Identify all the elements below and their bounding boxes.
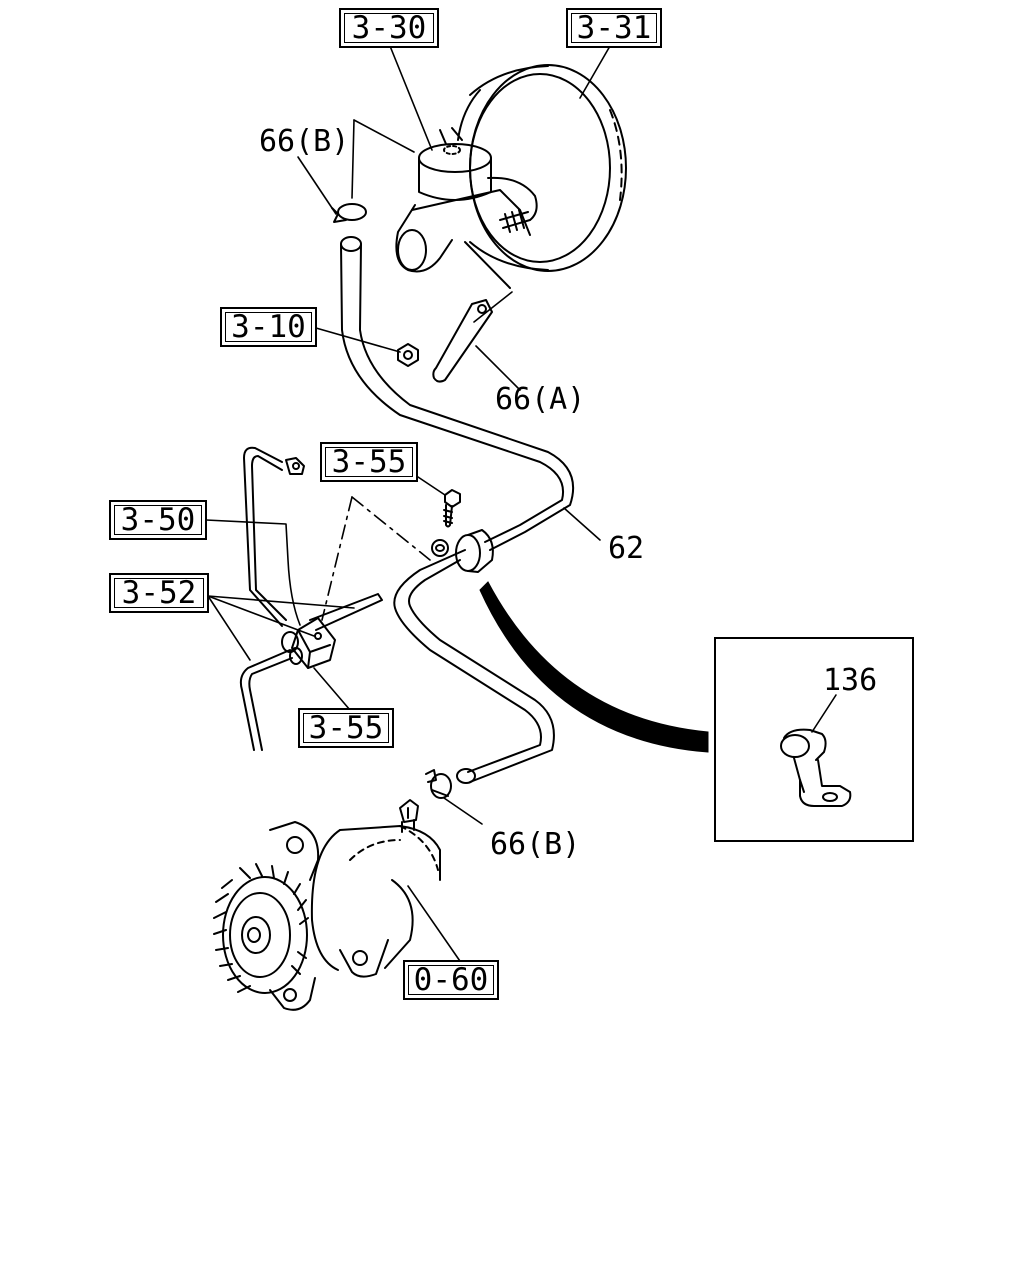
detail-view-box (714, 637, 914, 842)
brake-booster-drawing (457, 64, 627, 272)
ref-box-3-10[interactable]: 3-10 (220, 307, 317, 347)
ref-box-3-30[interactable]: 3-30 (339, 8, 439, 48)
bracket-66a-drawing (432, 299, 493, 383)
ref-box-3-52[interactable]: 3-52 (109, 573, 209, 613)
clip-136-drawing (780, 728, 852, 807)
ref-box-0-60[interactable]: 0-60 (403, 960, 499, 1000)
label-66b-top: 66(B) (259, 124, 350, 159)
master-cylinder-drawing (395, 127, 538, 289)
bolt-3-55-drawing (443, 489, 461, 528)
label-136: 136 (823, 663, 878, 698)
ref-box-3-31[interactable]: 3-31 (566, 8, 662, 48)
vacuum-hose-62-drawing (340, 236, 575, 784)
label-62: 62 (608, 531, 645, 566)
leader-lines (205, 45, 837, 965)
hose-clip-drawing (431, 529, 494, 573)
nut-3-10-drawing (397, 343, 419, 367)
vacuum-pump-drawing (213, 799, 441, 1011)
detail-pointer-arrow (479, 581, 709, 753)
pipe-3-50-drawing (243, 446, 305, 627)
ref-box-3-55-top[interactable]: 3-55 (320, 442, 418, 482)
label-66a: 66(A) (495, 382, 586, 417)
label-66b-bottom: 66(B) (490, 827, 581, 862)
clamp-top-drawing (331, 203, 367, 223)
ref-box-3-55-bottom[interactable]: 3-55 (298, 708, 394, 748)
ref-box-3-50[interactable]: 3-50 (109, 500, 207, 540)
clamp-bottom-drawing (425, 769, 452, 799)
